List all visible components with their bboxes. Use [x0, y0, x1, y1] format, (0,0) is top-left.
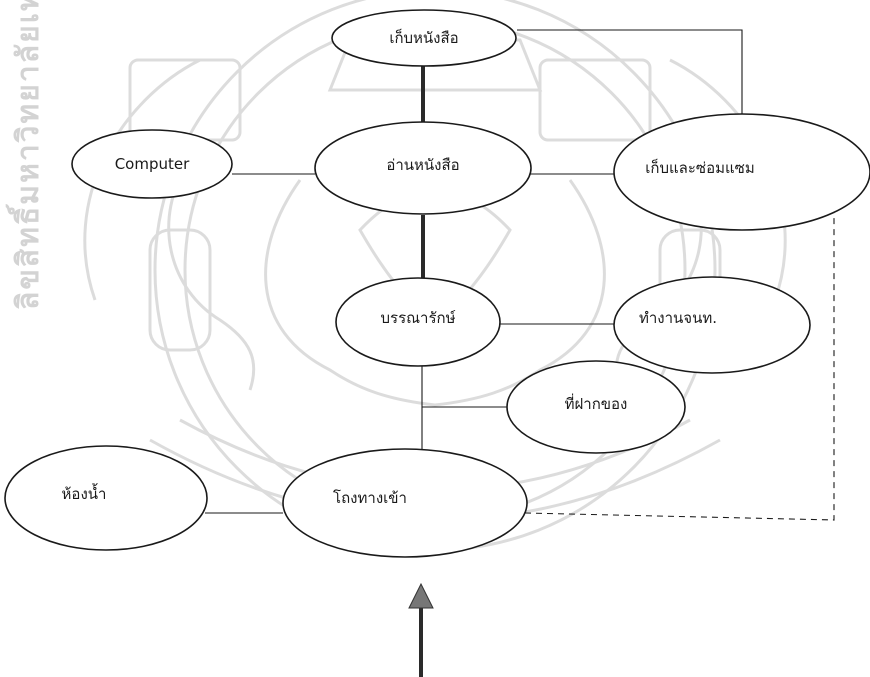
node-label: อ่านหนังสือ: [386, 156, 459, 174]
diagram-edges: [205, 29, 835, 521]
node-computer: Computer: [71, 129, 233, 199]
node-store-repair: เก็บและซ่อมแซม: [613, 113, 870, 231]
node-toilet: ห้องน้ำ: [4, 445, 208, 551]
node-label: บรรณารักษ์: [381, 309, 456, 327]
node-label: เก็บหนังสือ: [389, 28, 458, 47]
watermark-text-left: ลิขสิทธิ์มหาวิทยาลัยเทคโนโลยีพระจอมเกล้า…: [5, 0, 47, 310]
node-deposit: ที่ฝากของ: [506, 360, 686, 454]
node-staff-work: ทำงานจนท.: [613, 276, 811, 374]
node-read-books: อ่านหนังสือ: [314, 121, 532, 215]
node-label: ห้องน้ำ: [62, 483, 107, 503]
node-entrance: โถงทางเข้า: [282, 448, 528, 558]
node-label: เก็บและซ่อมแซม: [645, 158, 754, 177]
node-label: โถงทางเข้า: [333, 489, 407, 507]
node-label: ที่ฝากของ: [565, 393, 628, 413]
diagram-nodes: เก็บหนังสือ Computer อ่านหนังสือ เก็บและ…: [4, 9, 870, 558]
edge-entrance-store-repair: [524, 195, 835, 521]
entry-arrow-head-icon: [408, 582, 434, 609]
node-label: Computer: [115, 155, 190, 173]
node-librarian: บรรณารักษ์: [335, 277, 501, 367]
edge-store-books-store-repair: [517, 29, 743, 150]
node-store-books: เก็บหนังสือ: [331, 9, 517, 67]
entry-arrow: [408, 582, 434, 677]
node-label: ทำงานจนท.: [639, 309, 717, 327]
